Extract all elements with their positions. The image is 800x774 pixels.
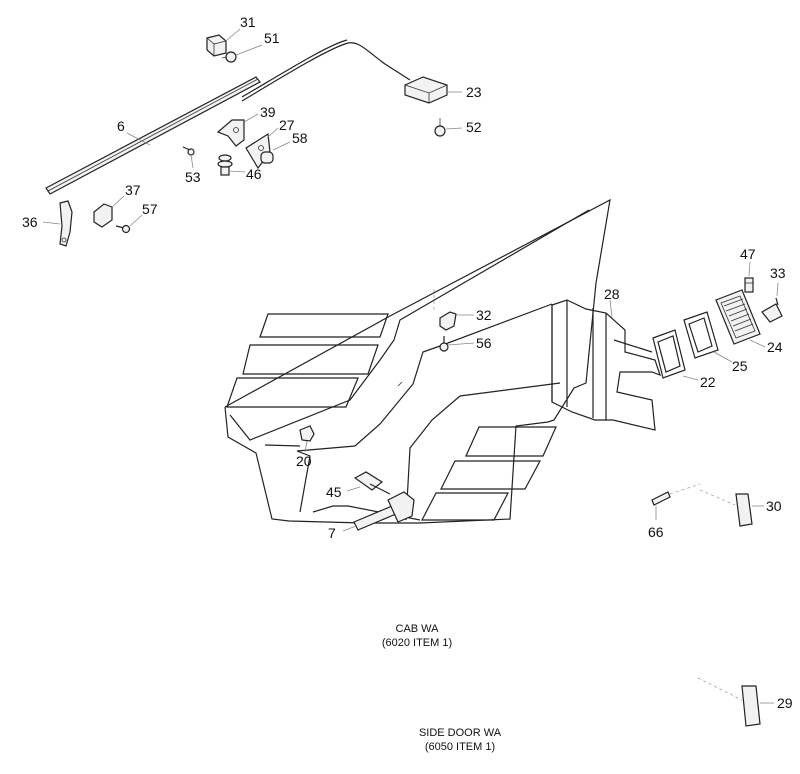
part-32-clip — [439, 311, 474, 331]
callout-labels: 31 51 23 52 6 39 27 58 53 46 37 57 36 28… — [22, 14, 793, 711]
callout-58: 58 — [292, 130, 308, 146]
callout-36: 36 — [22, 214, 38, 230]
part-20-plug — [299, 425, 315, 453]
callout-6: 6 — [117, 118, 125, 134]
part-53-screw — [182, 146, 195, 169]
caption-cab-title: CAB WA — [396, 623, 440, 635]
caption-door-ref: (6050 ITEM 1) — [425, 741, 495, 753]
caption-cab-ref: (6020 ITEM 1) — [382, 637, 452, 649]
captions: CAB WA (6020 ITEM 1) SIDE DOOR WA (6050 … — [382, 623, 502, 753]
callout-28: 28 — [604, 286, 620, 302]
part-25-frame — [683, 311, 733, 363]
callout-45: 45 — [326, 484, 342, 500]
part-56-screw — [439, 336, 475, 352]
part-6-strip — [45, 76, 261, 195]
callout-33: 33 — [770, 265, 786, 281]
callout-20: 20 — [296, 453, 312, 469]
callout-51: 51 — [264, 30, 280, 46]
part-36-latch — [42, 200, 73, 247]
callout-7: 7 — [328, 525, 336, 541]
callout-31: 31 — [240, 14, 256, 30]
callout-47: 47 — [740, 246, 756, 262]
callout-25: 25 — [732, 358, 748, 374]
callout-27: 27 — [279, 117, 295, 133]
callout-22: 22 — [700, 374, 716, 390]
part-33-valve — [761, 282, 783, 323]
part-29-pad — [697, 677, 774, 727]
callout-39: 39 — [260, 104, 276, 120]
callout-53: 53 — [185, 169, 201, 185]
callout-37: 37 — [125, 182, 141, 198]
part-57-screw — [115, 214, 143, 234]
callout-30: 30 — [766, 498, 782, 514]
part-37-clip — [93, 195, 125, 228]
part-30-pad — [699, 489, 764, 527]
part-28-panel — [551, 299, 661, 431]
callout-66: 66 — [648, 524, 664, 540]
part-24-vent-grille — [715, 289, 766, 348]
callout-23: 23 — [466, 84, 482, 100]
part-45-bolt — [346, 471, 391, 495]
part-46-bolt — [217, 154, 246, 176]
part-51-screw — [221, 44, 263, 63]
caption-door-title: SIDE DOOR WA — [419, 727, 502, 739]
part-58-bushing — [260, 141, 291, 164]
part-22-gasket — [652, 329, 699, 381]
part-23-cable-box — [241, 39, 462, 104]
callout-29: 29 — [777, 695, 793, 711]
part-66-screw — [651, 483, 701, 520]
part-47-fitting — [744, 261, 754, 293]
callout-52: 52 — [466, 119, 482, 135]
part-39-bracket — [216, 113, 259, 147]
callout-56: 56 — [476, 335, 492, 351]
callout-57: 57 — [142, 201, 158, 217]
part-52-bolt — [434, 118, 463, 137]
callout-32: 32 — [476, 307, 492, 323]
callout-24: 24 — [767, 339, 783, 355]
part-7-latch-bar — [342, 491, 415, 532]
part-31-clip — [206, 28, 241, 57]
callout-46: 46 — [246, 166, 262, 182]
